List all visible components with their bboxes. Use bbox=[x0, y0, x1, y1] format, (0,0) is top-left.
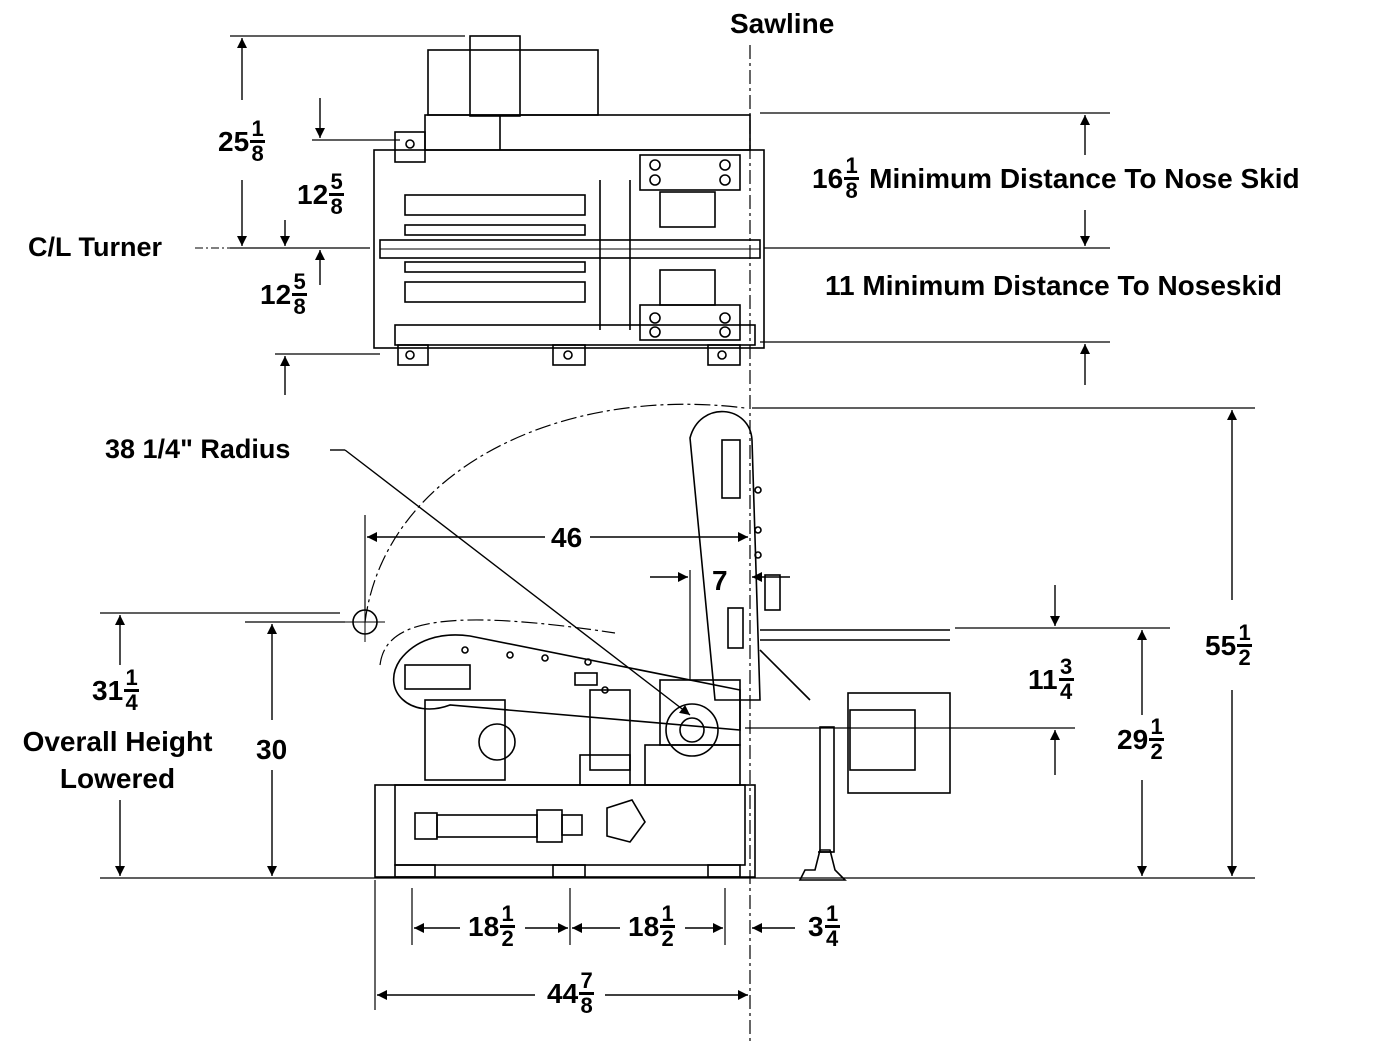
dim-whole: 55 bbox=[1205, 629, 1237, 661]
dimension-lines bbox=[115, 38, 1237, 1000]
dim-46: 46 bbox=[547, 522, 587, 554]
dim-7: 7 bbox=[712, 565, 728, 597]
extension-lines bbox=[100, 35, 1255, 1010]
dim-denominator: 2 bbox=[1238, 645, 1251, 671]
dim-denominator: 2 bbox=[1150, 739, 1163, 765]
overall-height-label: Overall Height Lowered bbox=[10, 728, 225, 793]
min-noseskid-label: 11 Minimum Distance To Noseskid bbox=[825, 270, 1282, 301]
dim-denominator: 8 bbox=[251, 141, 264, 167]
min-nose-skid-label: Minimum Distance To Nose Skid bbox=[869, 162, 1300, 194]
dim-denominator: 4 bbox=[825, 926, 839, 952]
dim-denominator: 8 bbox=[580, 993, 593, 1019]
overall-height-line-1: Overall Height bbox=[22, 726, 213, 757]
dim-denominator: 8 bbox=[293, 294, 306, 320]
dim-denominator: 2 bbox=[661, 926, 674, 952]
dim-whole: 11 bbox=[1028, 663, 1058, 695]
dim-whole: 31 bbox=[92, 674, 124, 706]
dim-numerator: 1 bbox=[661, 901, 674, 926]
dim-numerator: 1 bbox=[845, 153, 858, 178]
dim-numerator: 1 bbox=[1238, 620, 1251, 645]
dim-whole: 30 bbox=[256, 734, 288, 765]
dim-whole: 18 bbox=[468, 910, 500, 942]
cl-turner-label: C/L Turner bbox=[28, 232, 163, 262]
dim-denominator: 4 bbox=[1059, 679, 1073, 705]
dim-whole: 12 bbox=[297, 178, 329, 210]
dim-whole: 12 bbox=[260, 278, 292, 310]
dim-whole: 7 bbox=[712, 565, 728, 596]
dim-whole: 18 bbox=[628, 910, 660, 942]
dim-numerator: 5 bbox=[330, 169, 343, 194]
dim-numerator: 1 bbox=[125, 665, 138, 690]
dim-numerator: 1 bbox=[1150, 714, 1163, 739]
dim-numerator: 5 bbox=[293, 269, 306, 294]
dim-numerator: 1 bbox=[501, 901, 514, 926]
dim-whole: 29 bbox=[1117, 723, 1149, 755]
dim-whole: 46 bbox=[551, 522, 583, 553]
sawline-label: Sawline bbox=[730, 8, 835, 39]
dim-denominator: 8 bbox=[330, 194, 343, 220]
dim-whole: 16 bbox=[812, 162, 844, 194]
dim-whole: 25 bbox=[218, 125, 250, 157]
overall-height-line-2: Lowered bbox=[59, 763, 176, 794]
dim-denominator: 8 bbox=[845, 178, 858, 204]
plan-view bbox=[373, 35, 765, 366]
dim-whole: 44 bbox=[547, 977, 579, 1009]
dim-denominator: 2 bbox=[501, 926, 514, 952]
dim-whole: 3 bbox=[808, 910, 824, 942]
dim-denominator: 4 bbox=[125, 690, 138, 716]
radius-label: 38 1/4" Radius bbox=[105, 434, 291, 464]
dim-numerator: 7 bbox=[580, 968, 593, 993]
dim-numerator: 1 bbox=[251, 116, 264, 141]
side-view bbox=[345, 403, 951, 881]
dim-numerator: 3 bbox=[1059, 654, 1073, 679]
dim-numerator: 1 bbox=[825, 901, 839, 926]
dim-30: 30 bbox=[256, 732, 288, 768]
